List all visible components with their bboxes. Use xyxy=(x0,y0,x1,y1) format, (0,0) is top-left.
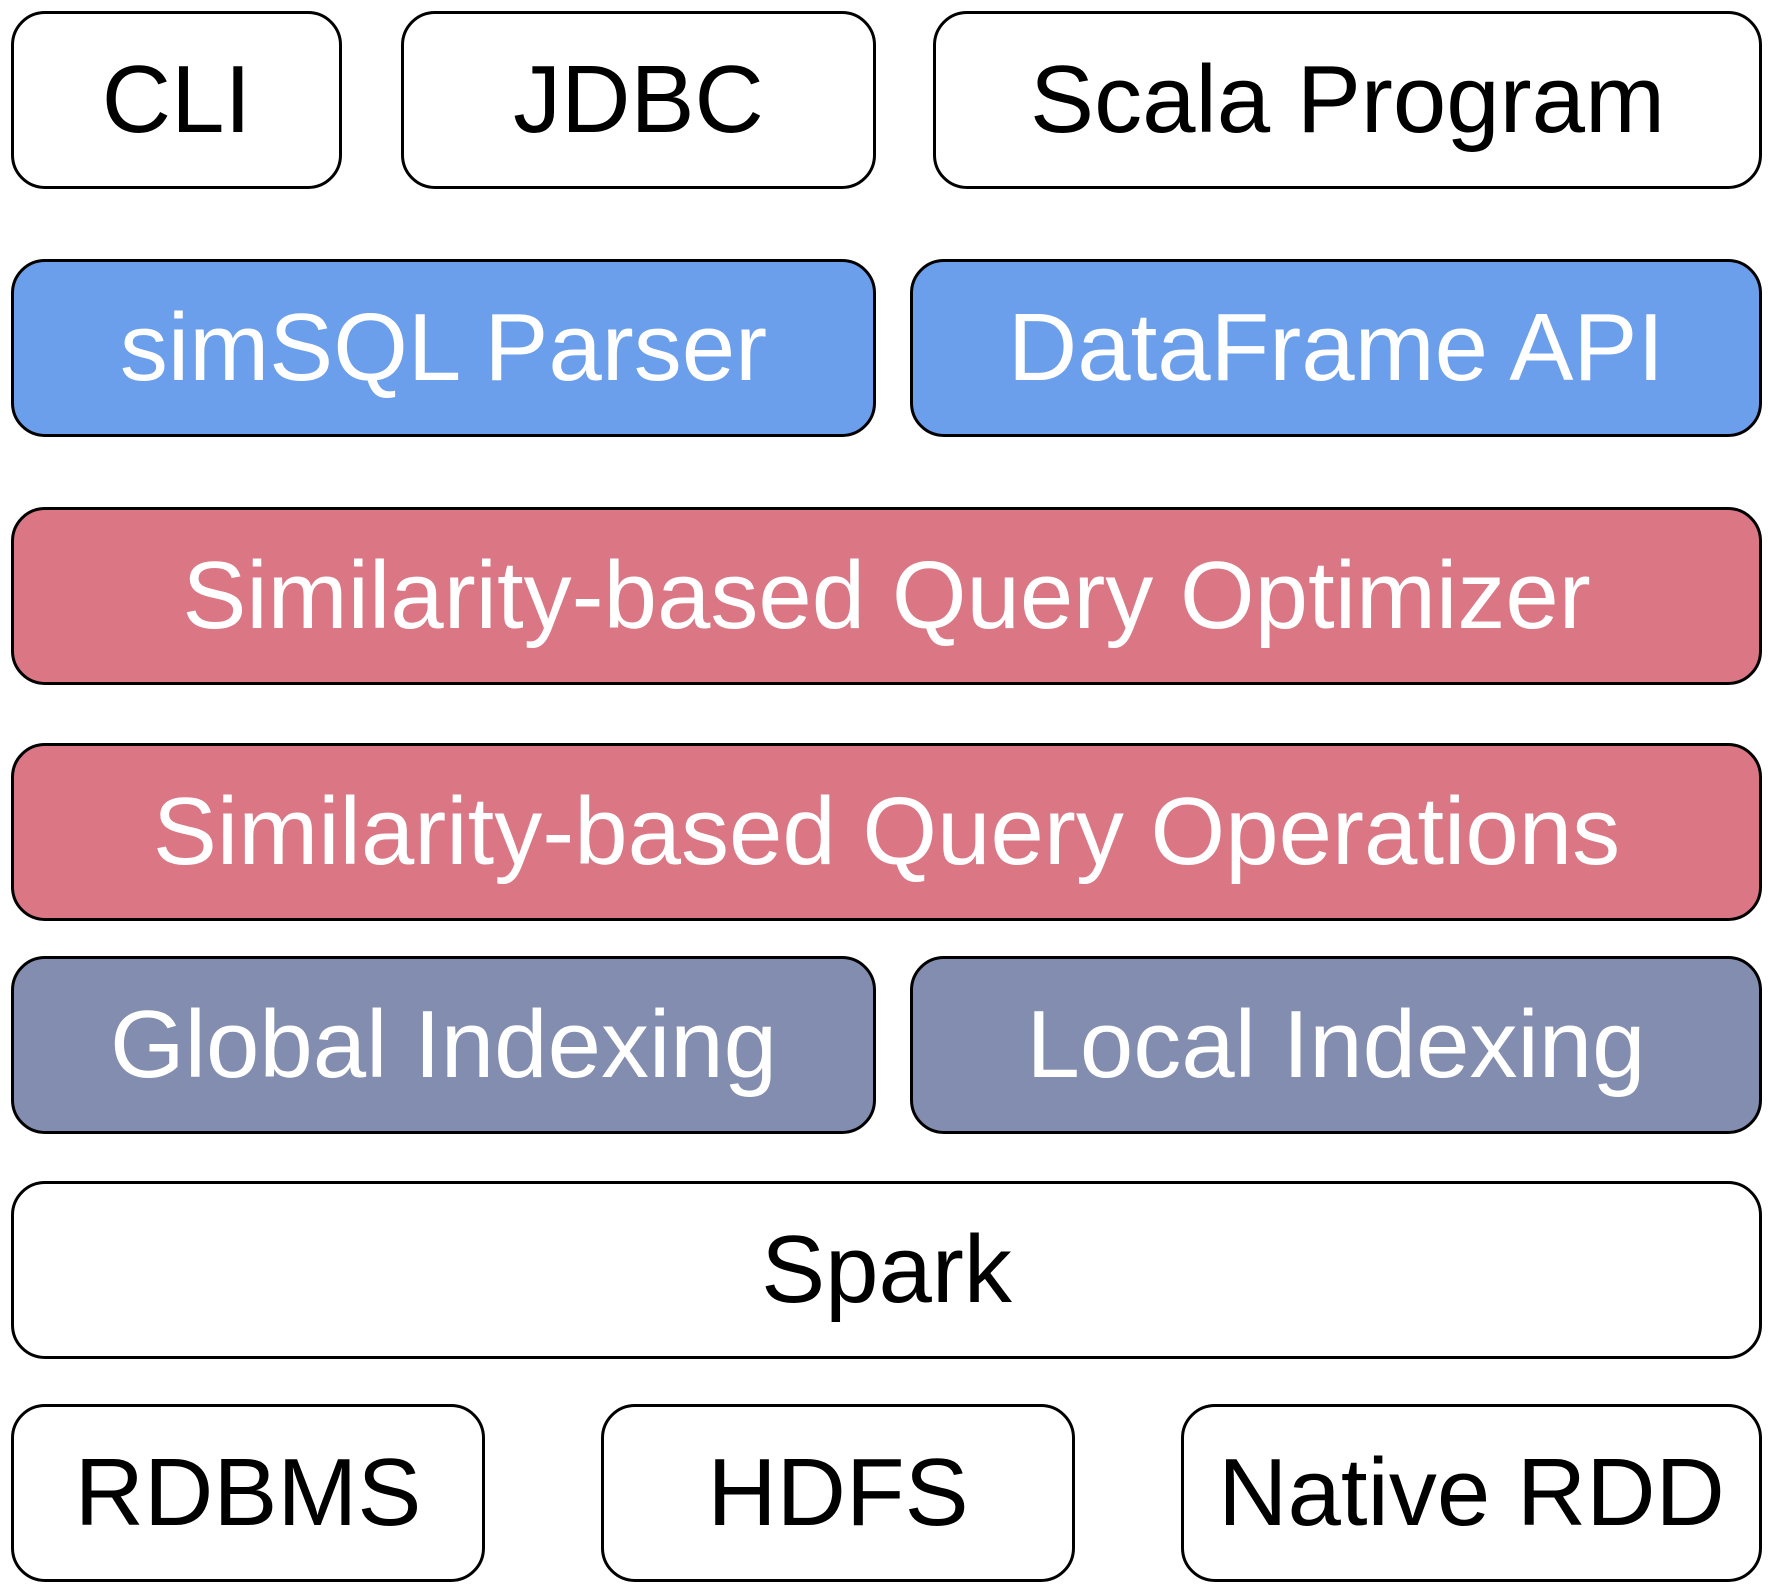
native-rdd-box: Native RDD xyxy=(1181,1404,1762,1582)
rdbms-box: RDBMS xyxy=(11,1404,485,1582)
dataframe-api-box: DataFrame API xyxy=(910,259,1762,437)
query-optimizer-label: Similarity-based Query Optimizer xyxy=(182,542,1591,649)
cli-box: CLI xyxy=(11,11,342,189)
spark-box: Spark xyxy=(11,1181,1762,1359)
local-indexing-box: Local Indexing xyxy=(910,956,1762,1134)
global-indexing-label: Global Indexing xyxy=(109,991,778,1098)
query-operations-box: Similarity-based Query Operations xyxy=(11,743,1762,921)
global-indexing-box: Global Indexing xyxy=(11,956,876,1134)
simsql-parser-label: simSQL Parser xyxy=(119,294,768,401)
query-optimizer-box: Similarity-based Query Optimizer xyxy=(11,507,1762,685)
spark-label: Spark xyxy=(761,1216,1012,1323)
jdbc-label: JDBC xyxy=(513,46,764,153)
hdfs-label: HDFS xyxy=(707,1439,969,1546)
native-rdd-label: Native RDD xyxy=(1218,1439,1725,1546)
hdfs-box: HDFS xyxy=(601,1404,1075,1582)
query-operations-label: Similarity-based Query Operations xyxy=(152,778,1621,885)
simsql-parser-box: simSQL Parser xyxy=(11,259,876,437)
jdbc-box: JDBC xyxy=(401,11,876,189)
dataframe-api-label: DataFrame API xyxy=(1007,294,1665,401)
local-indexing-label: Local Indexing xyxy=(1026,991,1646,1098)
scala-program-box: Scala Program xyxy=(933,11,1762,189)
scala-program-label: Scala Program xyxy=(1030,46,1665,153)
cli-label: CLI xyxy=(101,46,252,153)
rdbms-label: RDBMS xyxy=(74,1439,422,1546)
